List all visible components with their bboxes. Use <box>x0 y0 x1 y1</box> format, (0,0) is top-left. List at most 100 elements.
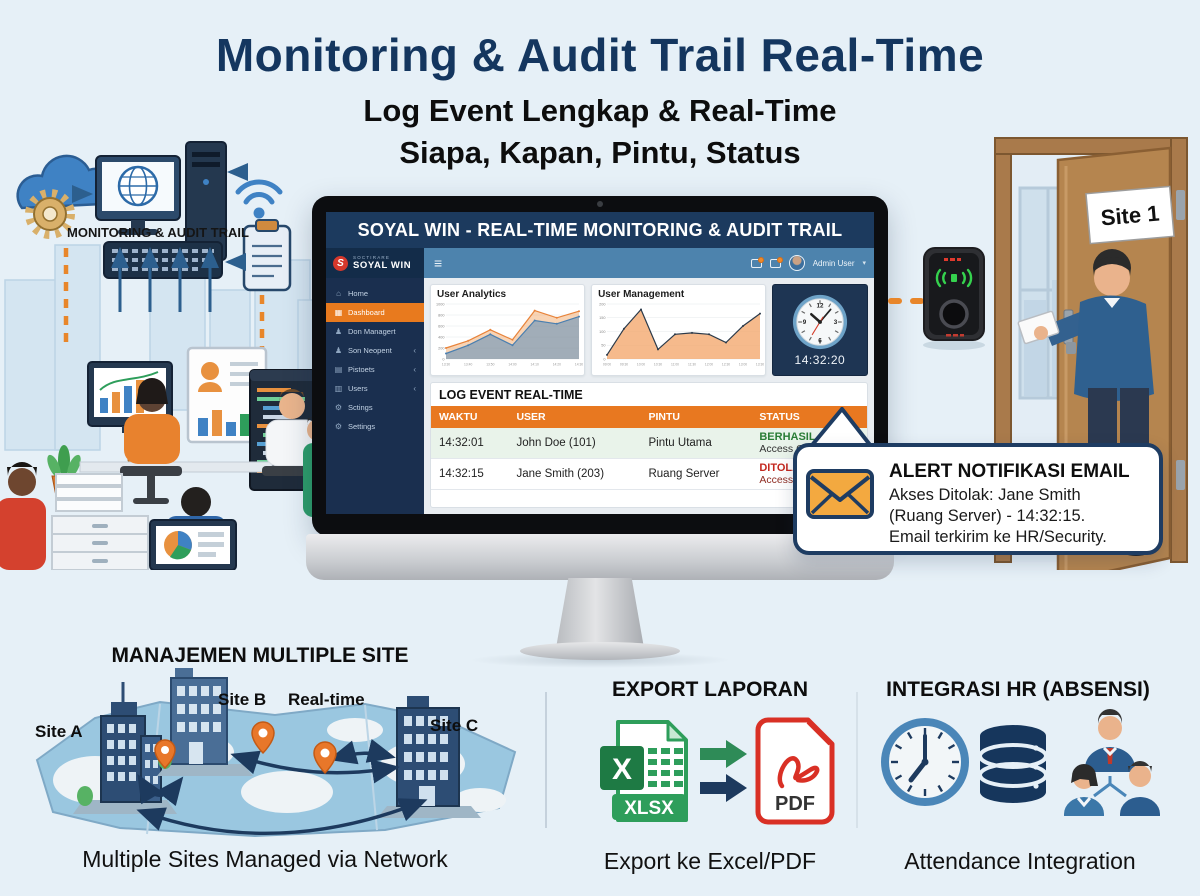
gear-icon <box>25 189 75 239</box>
avatar[interactable] <box>788 255 805 271</box>
reader-button[interactable] <box>939 299 969 329</box>
alert-title: ALERT NOTIFIKASI EMAIL <box>889 461 1130 482</box>
dashboard-appbar: S SOCTIRARE SOYAL WIN ≡ Admin User ▾ <box>326 248 874 278</box>
sidebar-item-label: Settings <box>348 422 376 431</box>
page-subtitle-2: Siapa, Kapan, Pintu, Status <box>399 135 801 170</box>
svg-text:3: 3 <box>834 319 838 326</box>
log-waktu: 14:32:15 <box>431 458 509 490</box>
svg-text:100: 100 <box>599 330 605 334</box>
drawer-unit <box>51 515 149 570</box>
worker-blue-shirt <box>149 487 237 570</box>
svg-text:13:30: 13:30 <box>756 363 764 367</box>
svg-text:1000: 1000 <box>436 302 444 306</box>
section-divider <box>856 692 858 828</box>
bell-icon[interactable] <box>769 256 783 268</box>
hr-icons <box>881 709 1160 816</box>
sidebar-item-don-managert[interactable]: ♟Don Managert <box>326 322 424 341</box>
svg-text:13:50: 13:50 <box>486 363 494 367</box>
worker-red-shirt <box>0 462 46 570</box>
whiteboard <box>186 346 268 444</box>
wifi-dot <box>253 207 265 219</box>
chevron-icon: ‹ <box>413 346 416 355</box>
svg-text:10:30: 10:30 <box>654 363 662 367</box>
site-a-label: Site A <box>35 722 83 741</box>
log-col-pintu: PINTU <box>640 406 752 428</box>
attendance-clock-icon <box>881 718 969 806</box>
sidebar-item-label: Users <box>348 384 368 393</box>
sidebar-item-label: Dashboard <box>348 308 385 317</box>
sidebar-item-label: Pistoets <box>348 365 375 374</box>
location-pin-icon <box>154 721 337 775</box>
card-reader-device <box>923 247 985 350</box>
message-icon[interactable] <box>750 256 764 268</box>
svg-text:09:00: 09:00 <box>603 363 611 367</box>
svg-text:14:00: 14:00 <box>508 363 516 367</box>
hamburger-menu-icon[interactable]: ≡ <box>434 255 443 271</box>
sidebar-item-users[interactable]: ▥ Users ‹ <box>326 379 424 398</box>
svg-text:13:30: 13:30 <box>442 363 450 367</box>
sidebar-item-icon: ⌂ <box>336 289 341 298</box>
brand-logo: S SOCTIRARE SOYAL WIN <box>326 248 424 278</box>
sidebar-item-pistoets[interactable]: ▤Pistoets‹ <box>326 360 424 379</box>
sidebar-item-son-neopent[interactable]: ♟Son Neopent‹ <box>326 341 424 360</box>
sidebar-item-sctings[interactable]: ⚙Sctings <box>326 398 424 417</box>
svg-text:14:10: 14:10 <box>531 363 539 367</box>
chevron-down-icon[interactable]: ▾ <box>862 260 866 267</box>
section-divider <box>545 692 547 828</box>
chevron-icon: ‹ <box>413 365 416 374</box>
svg-text:11:00: 11:00 <box>671 363 679 367</box>
door-sign-label: Site 1 <box>1100 200 1161 230</box>
svg-text:09:30: 09:30 <box>620 363 628 367</box>
log-user: Jane Smith (203) <box>508 458 641 490</box>
office-scene-illustration: MONITORING & AUDIT TRAIL <box>0 141 330 570</box>
sidebar-item-label: Sctings <box>348 403 373 412</box>
chevron-icon: ‹ <box>413 384 416 393</box>
brand-small-text: SOCTIRARE <box>353 255 391 260</box>
analog-clock-icon: 12 3 6 9 <box>792 294 847 350</box>
multisite-map-illustration <box>35 668 517 838</box>
alert-line-1: Akses Ditolak: Jane Smith <box>889 486 1081 504</box>
sidebar-item-icon: ▥ <box>334 384 343 393</box>
svg-text:200: 200 <box>438 346 444 350</box>
sidebar-item-icon: ▦ <box>334 308 343 317</box>
pdf-label: PDF <box>775 793 815 815</box>
monitor-stand-neck <box>556 578 644 648</box>
hr-title: INTEGRASI HR (ABSENSI) <box>886 678 1150 701</box>
multisite-caption: Multiple Sites Managed via Network <box>82 846 448 872</box>
digital-time: 14:32:20 <box>794 353 846 367</box>
alert-line-2: (Ruang Server) - 14:32:15. <box>889 506 1086 525</box>
letter-trays <box>55 473 123 512</box>
log-user: John Doe (101) <box>508 428 641 459</box>
excel-x-glyph: X <box>612 753 632 786</box>
sidebar-item-settings[interactable]: ⚙Settings <box>326 417 424 436</box>
log-event-title: LOG EVENT REAL-TIME <box>439 388 583 402</box>
door-sign: Site 1 <box>1085 185 1175 245</box>
export-arrows-icon <box>700 740 747 802</box>
pdf-file-icon: PDF <box>755 717 835 825</box>
wifi-icon <box>235 179 283 205</box>
svg-text:9: 9 <box>803 319 807 326</box>
user-menu-name[interactable]: Admin User <box>812 258 855 268</box>
svg-text:6: 6 <box>818 337 822 344</box>
log-pintu: Pintu Utama <box>640 428 752 459</box>
sidebar-item-home[interactable]: ⌂Home <box>326 284 424 303</box>
alert-line-3: Email terkirim ke HR/Security. <box>889 527 1107 546</box>
dashboard-banner: SOYAL WIN - REAL-TIME MONITORING & AUDIT… <box>326 212 874 248</box>
log-waktu: 14:32:01 <box>431 428 509 459</box>
sidebar-item-dashboard[interactable]: ▦ Dashboard <box>326 303 424 322</box>
chart-title: User Analytics <box>437 289 507 300</box>
log-pintu: Ruang Server <box>640 458 752 490</box>
svg-text:12: 12 <box>816 303 823 310</box>
door-hinge <box>1176 190 1185 490</box>
svg-text:10:00: 10:00 <box>637 363 645 367</box>
log-col-waktu: WAKTU <box>431 406 509 428</box>
site-c-label: Site C <box>430 716 479 735</box>
export-title: EXPORT LAPORAN <box>611 678 808 701</box>
svg-text:600: 600 <box>438 324 444 328</box>
svg-text:14:30: 14:30 <box>575 363 583 367</box>
sidebar-item-label: Son Neopent <box>348 346 392 355</box>
svg-text:50: 50 <box>601 344 605 348</box>
